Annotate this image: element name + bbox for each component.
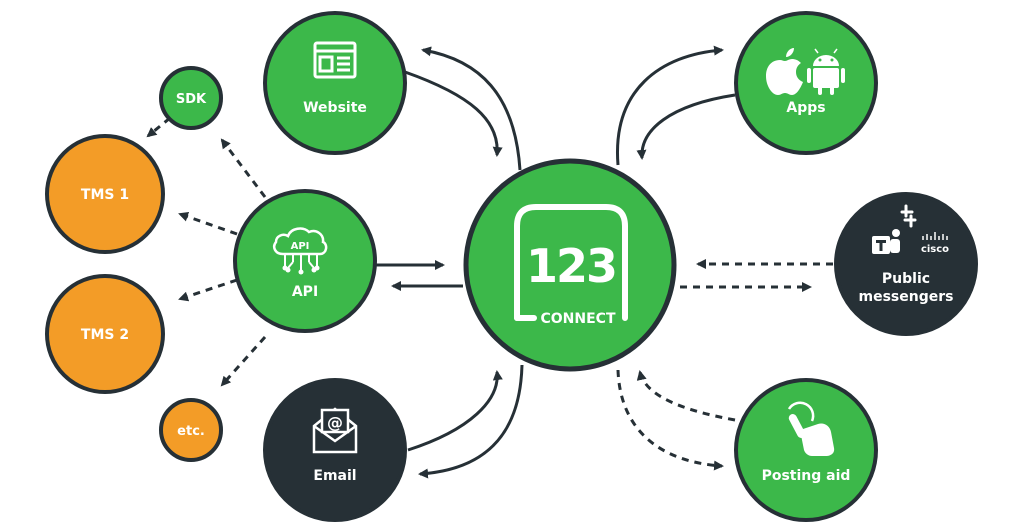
arrow-apps-to-hub xyxy=(636,93,736,160)
email-at-symbol: @ xyxy=(327,413,343,432)
node-sdk-label: SDK xyxy=(176,92,207,107)
api-cloud-text: API xyxy=(291,241,310,252)
node-posting-aid-label: Posting aid xyxy=(762,468,851,484)
node-etc-label: etc. xyxy=(177,424,205,439)
node-sdk-circle xyxy=(159,66,223,130)
node-api-label: API xyxy=(292,284,318,300)
node-tms2-label: TMS 2 xyxy=(81,327,129,343)
node-website: Website xyxy=(263,11,407,155)
arrow-sdk-to-tms1 xyxy=(146,116,171,138)
node-email-circle xyxy=(263,378,407,522)
node-apps-circle xyxy=(734,11,878,155)
api-cloud-icon: API xyxy=(273,227,328,275)
arrow-hub-to-email xyxy=(418,364,524,479)
slack-icon xyxy=(900,204,917,228)
node-tms1-label: TMS 1 xyxy=(81,187,129,203)
hub-word: CONNECT xyxy=(541,311,616,327)
cisco-wordmark: cisco xyxy=(921,244,949,255)
arrow-posting-aid-to-hub xyxy=(636,370,736,422)
node-etc-circle xyxy=(159,398,223,462)
envelope-at-icon xyxy=(312,407,358,454)
arrow-api-to-tms1 xyxy=(178,211,238,236)
node-tms2-circle xyxy=(45,274,165,394)
connector-lines xyxy=(146,45,833,479)
node-messengers-label-line2: messengers xyxy=(859,289,954,305)
node-messengers-label-line1: Public xyxy=(882,271,930,287)
hub-number: 123 xyxy=(526,239,616,293)
hub-123connect: 123 CONNECT xyxy=(463,158,677,372)
cisco-icon xyxy=(922,232,948,240)
arrow-hub-to-posting-aid xyxy=(616,369,724,471)
node-website-circle xyxy=(263,11,407,155)
node-email: @ Email xyxy=(263,378,407,522)
node-api-circle xyxy=(233,189,377,333)
node-tms2: TMS 2 xyxy=(45,274,165,394)
node-apps-label: Apps xyxy=(786,100,825,116)
123connect-logo-icon xyxy=(514,204,628,321)
node-posting-aid: Posting aid xyxy=(734,378,878,522)
teams-icon xyxy=(872,229,900,254)
node-sdk: SDK xyxy=(159,66,223,130)
node-etc: etc. xyxy=(159,398,223,462)
node-website-label: Website xyxy=(303,100,367,116)
node-email-label: Email xyxy=(313,468,356,484)
node-api: API API xyxy=(233,189,377,333)
arrow-website-to-hub xyxy=(404,70,503,157)
node-tms1-circle xyxy=(45,134,165,254)
browser-window-icon xyxy=(313,41,357,79)
arrow-api-to-tms2 xyxy=(178,278,238,302)
arrow-api-to-etc xyxy=(220,335,267,387)
arrow-hub-to-website xyxy=(421,46,522,171)
node-public-messengers: cisco Public messengers xyxy=(834,192,978,336)
node-tms1: TMS 1 xyxy=(45,134,165,254)
arrow-api-to-sdk xyxy=(220,138,267,198)
arrow-hub-to-apps xyxy=(616,45,724,166)
node-messengers-circle xyxy=(834,192,978,336)
node-apps: Apps xyxy=(734,11,878,155)
android-icon xyxy=(807,48,845,95)
touch-hand-icon xyxy=(787,401,835,456)
arrow-email-to-hub xyxy=(407,370,503,452)
apple-icon xyxy=(766,48,803,95)
